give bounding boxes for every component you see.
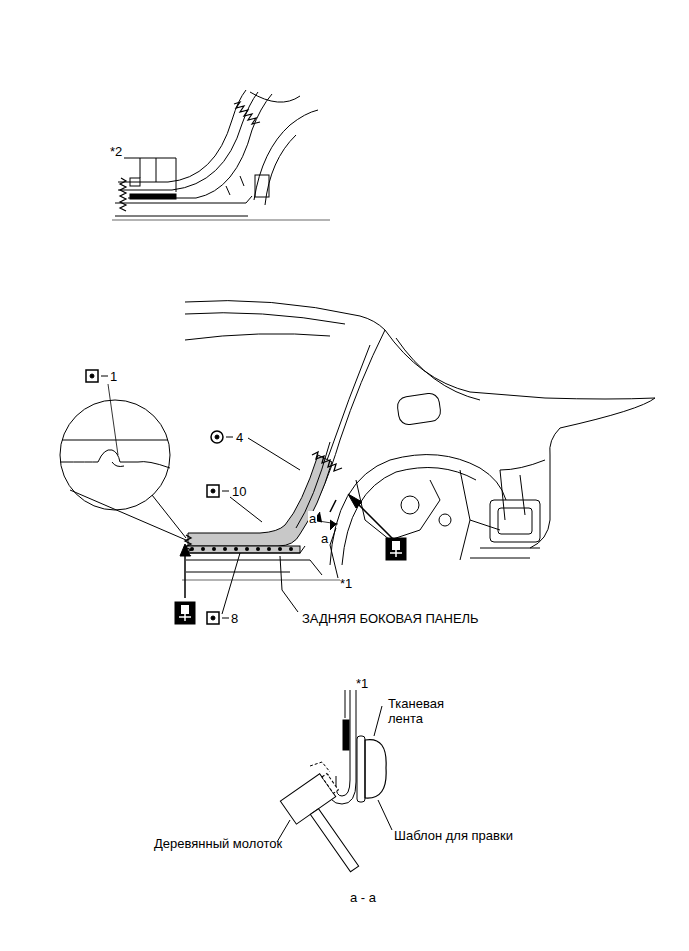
section-mark: a	[320, 531, 329, 546]
section-title: a - a	[350, 890, 376, 905]
tool-name: Шаблон для правки	[394, 828, 513, 843]
section-mark: a	[308, 511, 317, 526]
weld-count: 10	[232, 484, 246, 499]
callout-number: *2	[110, 144, 122, 159]
part-name: ЗАДНЯЯ БОКОВАЯ ПАНЕЛЬ	[302, 611, 479, 626]
main-view	[60, 301, 655, 624]
top-view	[112, 90, 330, 220]
callout-number: *1	[356, 676, 368, 691]
weld-count: 4	[236, 430, 243, 445]
callout-number: *1	[340, 576, 352, 591]
weld-count: 8	[231, 611, 238, 626]
tool-name: Деревянный молоток	[154, 836, 282, 851]
part-name: Тканевая лента	[388, 696, 458, 726]
weld-count: 1	[110, 369, 117, 384]
section-view	[277, 690, 392, 882]
